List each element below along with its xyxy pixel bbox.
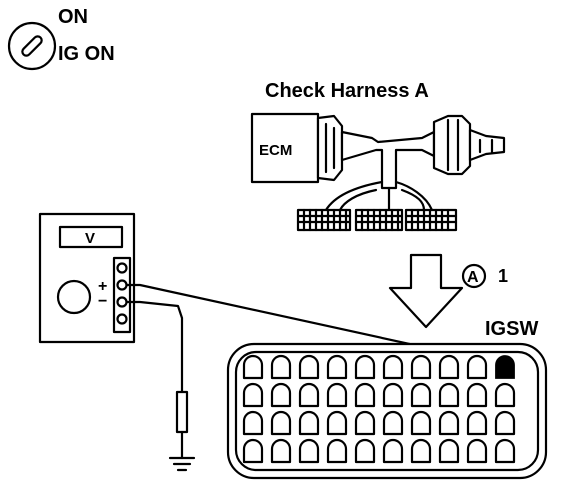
connector-terminal (494, 382, 516, 408)
connector-terminal (298, 410, 320, 436)
negative-lead (125, 300, 184, 394)
connector-terminal (438, 438, 460, 464)
positive-lead (125, 283, 517, 369)
connector-terminal (466, 438, 488, 464)
ground-symbol-icon (168, 456, 196, 472)
terminal-name-label: IGSW (485, 318, 538, 340)
key-state-label: ON (58, 6, 88, 28)
connector-terminal (354, 382, 376, 408)
connector-terminal (410, 354, 432, 380)
connector-terminal (382, 438, 404, 464)
engine-side-connector (432, 114, 472, 176)
connector-terminal (382, 410, 404, 436)
check-harness: ECM (250, 112, 506, 232)
connector-terminal (410, 382, 432, 408)
ignition-state-label: IG ON (58, 43, 115, 65)
sub-connector-right (404, 208, 458, 232)
ecm-label: ECM (259, 142, 292, 159)
ignition-key-icon (7, 21, 57, 71)
terminal-number: 1 (498, 266, 508, 286)
connector-terminal (354, 438, 376, 464)
connector-terminal (270, 410, 292, 436)
circle-letter: A (467, 269, 479, 286)
connector-terminal (438, 382, 460, 408)
terminal-grid (242, 354, 516, 464)
voltmeter-display (58, 225, 124, 249)
sub-connector-middle (354, 208, 404, 232)
meter-jack-4 (116, 313, 128, 325)
ecm-side-connector (316, 114, 344, 182)
harness-cable (340, 130, 436, 190)
down-arrow-icon (388, 253, 464, 329)
sub-connector-left (296, 208, 352, 232)
connector-terminal (326, 354, 348, 380)
connector-terminal (466, 354, 488, 380)
voltmeter-dial (56, 279, 92, 315)
ground-probe (175, 390, 189, 460)
connector-terminal (410, 410, 432, 436)
voltmeter-icon: V + − (38, 212, 136, 344)
connector-terminal (242, 354, 264, 380)
connector-terminal (354, 410, 376, 436)
connector-terminal (270, 382, 292, 408)
connector-terminal (242, 410, 264, 436)
minus-label: − (98, 293, 107, 310)
connector-terminal (270, 354, 292, 380)
connector-terminal (494, 410, 516, 436)
connector-terminal (242, 438, 264, 464)
connector-terminal (494, 438, 516, 464)
connector-terminal (466, 410, 488, 436)
plus-label: + (98, 278, 107, 295)
ecm-terminal-connector (226, 342, 548, 480)
connector-terminal (298, 438, 320, 464)
connector-terminal (410, 438, 432, 464)
ecm-box (250, 112, 320, 184)
connector-terminal (326, 382, 348, 408)
connector-terminal (326, 410, 348, 436)
circled-a-icon: A (461, 263, 487, 289)
connector-terminal (438, 410, 460, 436)
connector-terminal (354, 354, 376, 380)
connector-terminal (298, 354, 320, 380)
igsw-terminal (495, 355, 515, 379)
meter-jack-1 (116, 262, 128, 274)
engine-side-plug (468, 128, 506, 162)
connector-terminal (466, 382, 488, 408)
voltmeter-display-label: V (85, 230, 95, 247)
connector-terminal (270, 438, 292, 464)
connector-terminal (382, 354, 404, 380)
connector-terminal (326, 438, 348, 464)
harness-title: Check Harness A (265, 80, 429, 102)
connector-terminal (438, 354, 460, 380)
connector-terminal (382, 382, 404, 408)
connector-terminal (242, 382, 264, 408)
connector-terminal (298, 382, 320, 408)
